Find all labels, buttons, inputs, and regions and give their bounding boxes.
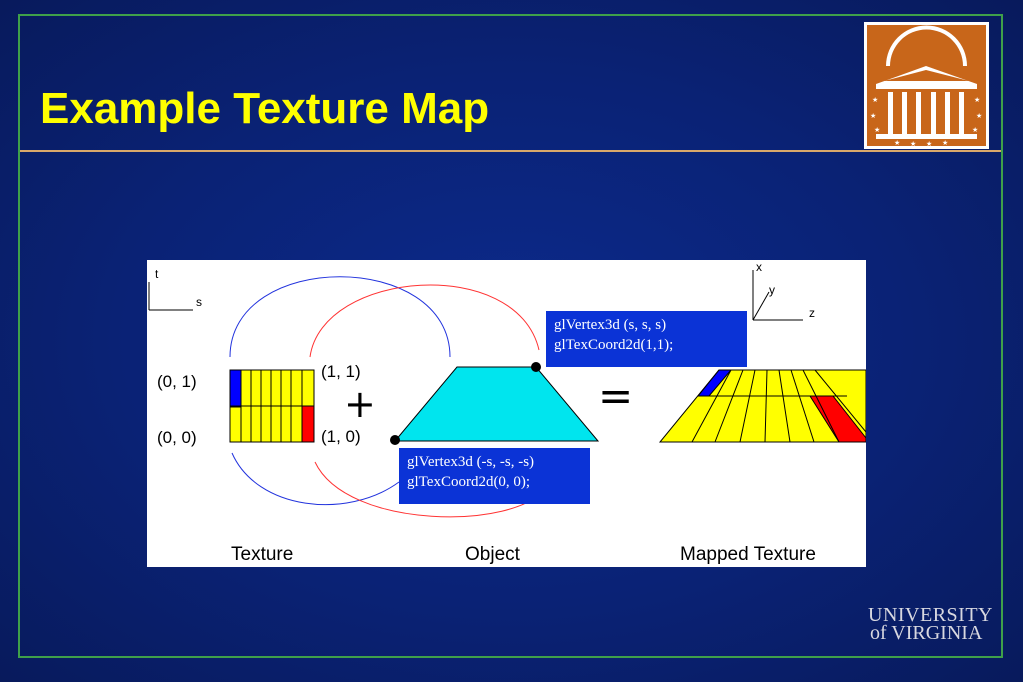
blue-arc-top	[229, 276, 451, 358]
figure-canvas: t s x y z	[148, 260, 866, 565]
coord-label-1-0: (1, 0)	[321, 427, 361, 446]
callout-top-vertex: glVertex3d (s, s, s) glTexCoord2d(1,1);	[546, 311, 747, 367]
university-wordmark: UNIVERSITY of VIRGINIA	[868, 604, 998, 644]
texture-map-figure: t s x y z	[147, 260, 866, 567]
svg-text:★: ★	[974, 96, 980, 104]
svg-text:★: ★	[894, 139, 900, 147]
svg-text:★: ★	[926, 140, 932, 148]
coord-label-1-1: (1, 1)	[321, 362, 361, 381]
vertex-marker-bottom	[390, 435, 400, 445]
equals-sign: =	[598, 371, 633, 420]
callout-top-line-2: glTexCoord2d(1,1);	[554, 337, 674, 353]
axis-label-z: z	[809, 306, 815, 320]
callout-bottom-line-1: glVertex3d (-s, -s, -s)	[407, 454, 535, 470]
axis-label-s: s	[196, 295, 202, 309]
svg-text:★: ★	[910, 140, 916, 148]
svg-text:★: ★	[942, 139, 948, 147]
red-arc-top	[309, 284, 540, 358]
slide-frame	[18, 14, 1003, 658]
caption-texture: Texture	[231, 544, 293, 565]
callout-top-line-1: glVertex3d (s, s, s)	[554, 317, 667, 333]
axis-label-y: y	[769, 283, 775, 297]
rotunda-logo: ★ ★ ★ ★ ★ ★ ★ ★ ★ ★	[864, 22, 989, 149]
slide-title: Example Texture Map	[40, 84, 490, 133]
coord-label-0-1: (0, 1)	[157, 372, 197, 391]
mapped-texture	[658, 369, 866, 443]
svg-text:★: ★	[872, 96, 878, 104]
axes-2d: t s	[148, 267, 202, 311]
svg-text:★: ★	[972, 126, 978, 134]
svg-text:★: ★	[976, 112, 982, 120]
texture-blue-cell	[229, 369, 242, 408]
plus-sign: +	[344, 382, 376, 426]
coord-label-0-0: (0, 0)	[157, 428, 197, 447]
caption-object: Object	[465, 544, 521, 565]
object-trapezoid	[393, 366, 600, 442]
title-divider	[20, 150, 1001, 152]
svg-text:★: ★	[874, 126, 880, 134]
blue-arc-bottom	[231, 452, 400, 506]
wordmark-line-2: of VIRGINIA	[870, 622, 983, 644]
vertex-marker-top	[531, 362, 541, 372]
svg-text:★: ★	[870, 112, 876, 120]
texture-grid	[229, 369, 315, 443]
callout-bottom-vertex: glVertex3d (-s, -s, -s) glTexCoord2d(0, …	[399, 448, 590, 504]
texture-red-cell	[301, 405, 315, 443]
axes-3d: x y z	[752, 260, 815, 321]
wordmark-line-1: UNIVERSITY	[868, 604, 993, 626]
axis-label-t: t	[155, 267, 159, 281]
axis-label-x: x	[756, 260, 762, 274]
caption-mapped-texture: Mapped Texture	[680, 544, 816, 565]
callout-bottom-line-2: glTexCoord2d(0, 0);	[407, 474, 531, 490]
